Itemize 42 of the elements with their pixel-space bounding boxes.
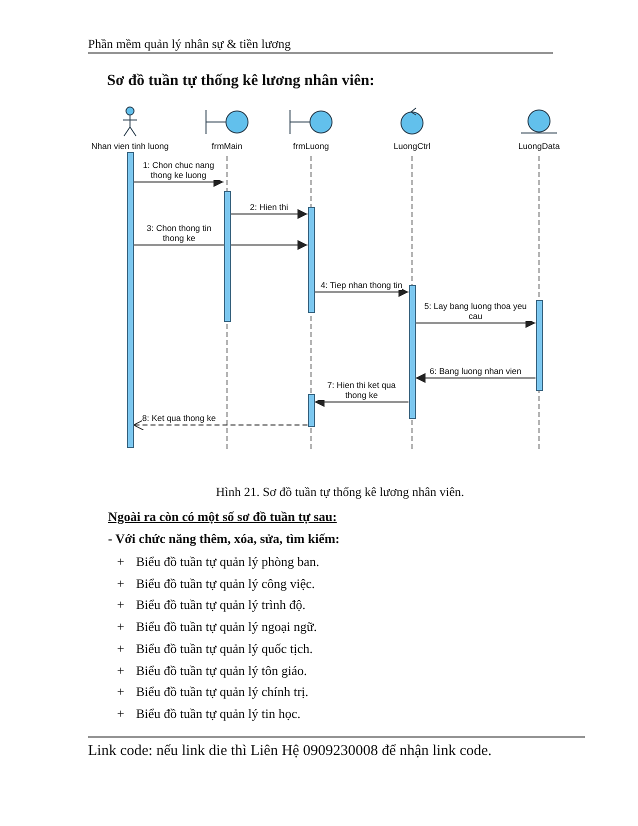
activation-bar — [224, 191, 230, 322]
bullet-mark: + — [117, 576, 124, 592]
heading: Sơ đồ tuần tự thống kê lương nhân viên: — [107, 72, 374, 90]
running-header: Phần mềm quản lý nhân sự & tiền lương — [88, 37, 291, 52]
bullet-mark: + — [117, 640, 124, 657]
list-item: Biểu đồ tuần tự quản lý ngoại ngữ. — [136, 619, 317, 636]
bullet-mark: + — [117, 662, 124, 678]
list-item: Biểu đồ tuần tự quản lý tin học. — [136, 706, 300, 722]
edge-label: 2: Hien thi — [250, 202, 288, 212]
message-arrow — [230, 209, 308, 219]
list-item: Biểu đồ tuần tự quản lý chính trị. — [136, 684, 308, 700]
list-item: Biểu đồ tuần tự quản lý quốc tịch. — [136, 640, 313, 657]
message-arrow — [416, 373, 536, 383]
footer-note: Link code: nếu link die thì Liên Hệ 0909230008 để nhận link code. — [88, 742, 493, 761]
activation-bar — [408, 285, 416, 419]
lifeline-name: frmMain — [210, 141, 244, 151]
figure-caption: Hình 21. Sơ đồ tuần tự thống kê lương nhân viên. — [214, 485, 466, 500]
edge-label: 4: Tiep nhan thong tin — [320, 280, 402, 290]
subsection-heading: - Với chức năng thêm, xóa, sửa, tìm kiếm: — [108, 531, 340, 547]
section-heading: Ngoài ra còn có một số sơ đồ tuần tự sau: — [108, 509, 337, 525]
activation-bar — [308, 207, 314, 313]
bullet-mark: + — [117, 706, 124, 722]
lifeline-name: frmLuong — [292, 141, 330, 151]
lifeline-name: LuongCtrl — [392, 141, 432, 151]
bullet-mark: + — [117, 597, 124, 614]
activation-bar — [308, 394, 314, 427]
bullet-mark: + — [117, 554, 124, 570]
edge-label: 6: Bang luong nhan vien — [430, 366, 522, 376]
bullet-mark: + — [117, 684, 124, 700]
lifeline-name: LuongData — [517, 141, 561, 151]
bullet-mark: + — [117, 619, 124, 636]
activation-bar — [536, 300, 542, 391]
edge-label: 8: Ket qua thong ke — [142, 413, 216, 423]
message-arrow — [134, 240, 308, 250]
list-item: Biểu đồ tuần tự quản lý công việc. — [136, 576, 315, 592]
activation-bar — [126, 152, 134, 448]
message-arrow — [133, 420, 308, 430]
list-item: Biểu đồ tuần tự quản lý phòng ban. — [136, 554, 320, 570]
list-item: Biểu đồ tuần tự quản lý trình độ. — [136, 597, 306, 614]
message-arrow — [314, 287, 408, 297]
list-item: Biểu đồ tuần tự quản lý tôn giáo. — [136, 662, 307, 678]
lifeline-name: Nhan vien tinh luong — [90, 141, 170, 151]
